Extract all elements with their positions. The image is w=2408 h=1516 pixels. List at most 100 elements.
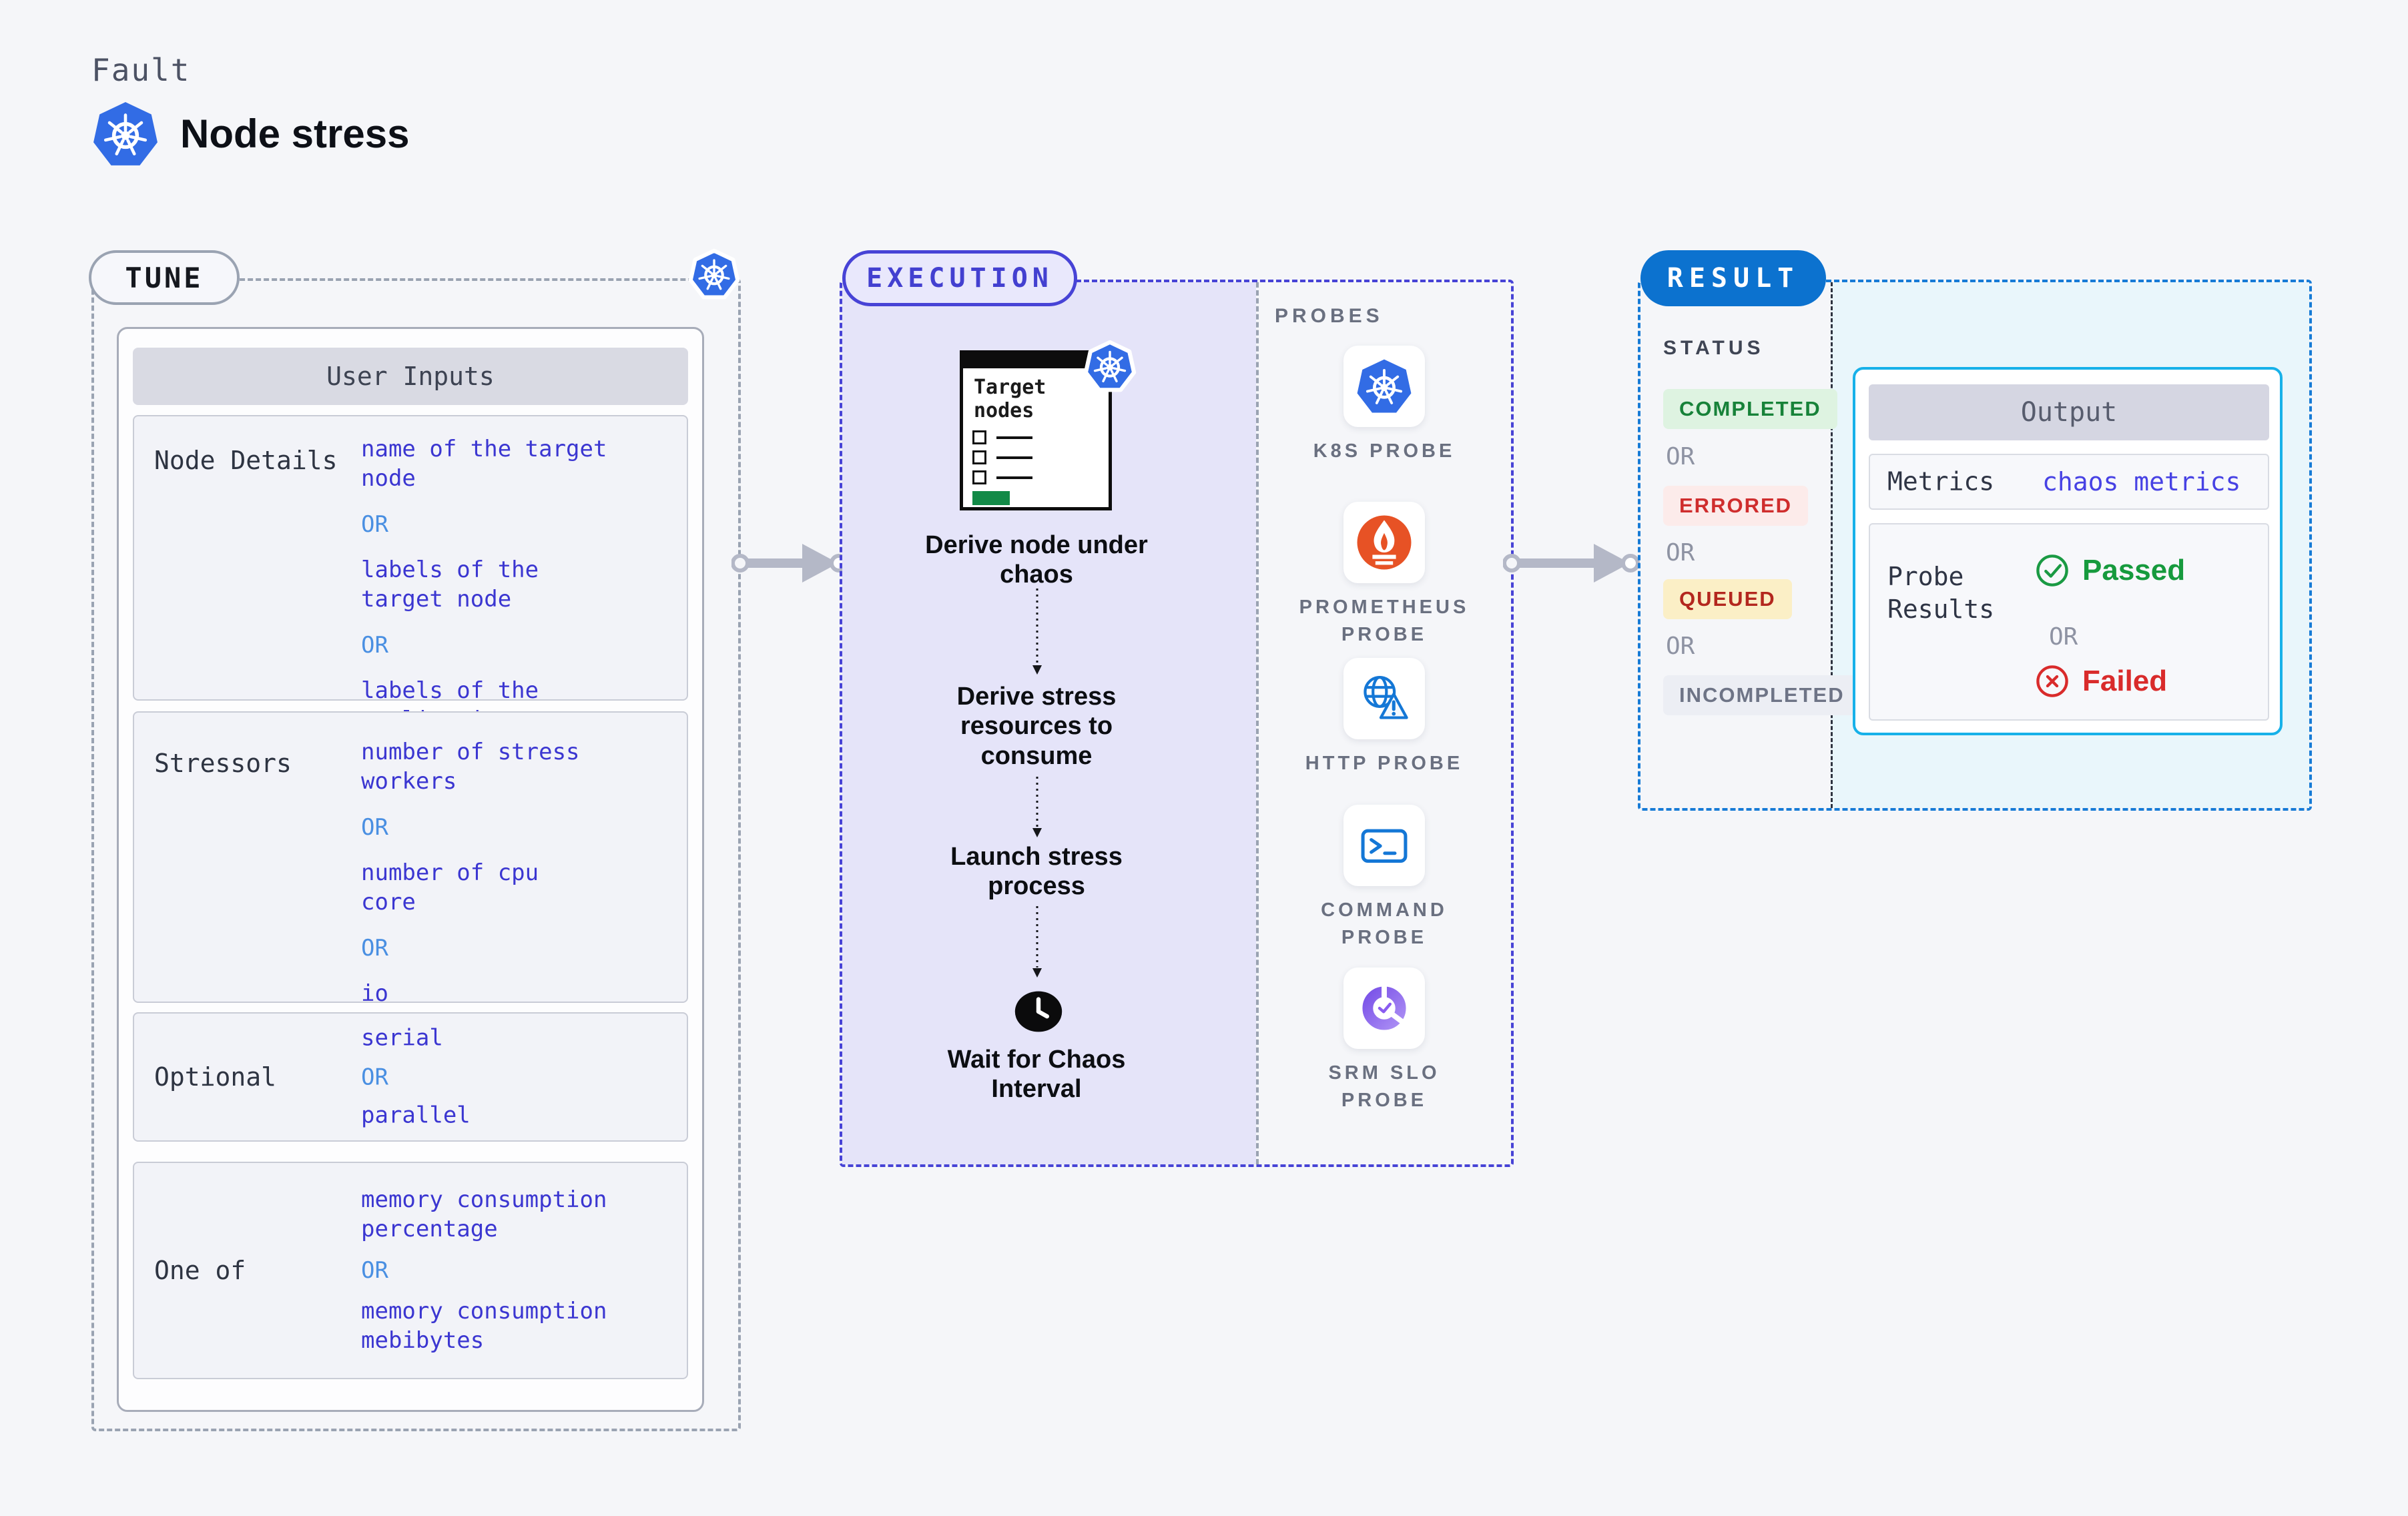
checkbox-icon [972, 470, 986, 484]
checkbox-icon [972, 450, 986, 464]
probe-card [1343, 658, 1425, 739]
row-value: labels of the target node [361, 556, 539, 613]
or-separator: OR [1666, 633, 1695, 660]
arrow-right-icon [1503, 544, 1640, 583]
row-value: serial [361, 1024, 443, 1052]
failed-result: Failed [2034, 663, 2167, 699]
execution-badge-label: EXECUTION [866, 263, 1053, 294]
globe-warning-icon [1356, 671, 1412, 727]
probe-results-row: Probe Results Passed OR Failed [1869, 523, 2269, 721]
passed-label: Passed [2082, 554, 2186, 587]
check-circle-icon [2034, 552, 2070, 589]
checklist-line [996, 456, 1032, 459]
passed-result: Passed [2034, 552, 2185, 589]
tune-section [91, 278, 741, 1431]
checklist-line [996, 436, 1032, 439]
target-nodes-clipboard: Target nodes [960, 350, 1112, 510]
row-value: number of cpu core [361, 859, 539, 915]
result-badge-label: RESULT [1667, 263, 1800, 294]
metrics-label: Metrics [1887, 466, 1995, 496]
probe-card [1343, 502, 1425, 583]
probe-card [1343, 805, 1425, 886]
row-value: memory consumption mebibytes [361, 1298, 607, 1354]
status-badge-incompleted: INCOMPLETED [1663, 675, 1861, 715]
probe-label: K8S PROBE [1313, 440, 1456, 462]
or-separator: OR [361, 511, 388, 538]
probe-item-srm-slo: SRM SLO PROBE [1297, 968, 1472, 1114]
table-row-optional: Optional serial OR parallel [133, 1012, 688, 1142]
probe-label: PROMETHEUS PROBE [1299, 597, 1470, 645]
row-value: number of stress workers [361, 739, 580, 795]
row-value: name of the target node [361, 436, 607, 492]
result-badge: RESULT [1640, 250, 1826, 306]
arrow-down-icon [1032, 589, 1042, 675]
probe-item-prometheus: PROMETHEUS PROBE [1297, 502, 1472, 648]
kubernetes-icon [1356, 358, 1413, 415]
probes-panel-label: PROBES [1275, 305, 1384, 327]
or-separator: OR [361, 1257, 388, 1284]
failed-label: Failed [2082, 665, 2168, 697]
arrow-down-icon [1032, 777, 1042, 837]
flow-step-wait-interval: Wait for Chaos Interval [947, 1046, 1126, 1104]
row-label: Node Details [154, 446, 338, 475]
or-separator: OR [361, 1064, 388, 1090]
or-separator: OR [361, 632, 388, 659]
checkbox-icon [972, 430, 986, 444]
or-separator: OR [2049, 623, 2078, 651]
output-panel: Output Metrics chaos metrics Probe Resul… [1853, 367, 2283, 735]
arrow-right-icon [731, 544, 848, 583]
tune-badge-label: TUNE [125, 261, 204, 294]
page-title: Node stress [180, 111, 410, 156]
flow-step-derive-stress: Derive stress resources to consume [956, 683, 1117, 770]
row-label: One of [154, 1256, 246, 1285]
status-label: STATUS [1663, 337, 1765, 359]
arrow-down-icon [1032, 906, 1042, 978]
status-badge-queued: QUEUED [1663, 579, 1792, 619]
probe-results-label: Probe Results [1887, 562, 1995, 625]
kubernetes-icon [1081, 338, 1139, 395]
result-divider [1831, 282, 1833, 808]
probe-label: SRM SLO PROBE [1328, 1062, 1440, 1111]
output-header: Output [1869, 384, 2269, 440]
table-row-node-details: Node Details name of the target node OR … [133, 415, 688, 791]
clock-icon [1008, 985, 1069, 1038]
fault-eyebrow: Fault [91, 52, 191, 88]
flow-step-launch-stress: Launch stress process [950, 843, 1123, 901]
clipboard-title: Target nodes [974, 376, 1046, 422]
probe-card [1343, 968, 1425, 1049]
probe-item-command: COMMAND PROBE [1297, 805, 1472, 951]
clipboard-checklist [972, 430, 1109, 484]
or-separator: OR [361, 814, 388, 841]
x-circle-icon [2034, 663, 2070, 699]
progress-bar [972, 491, 1010, 505]
row-label: Stressors [154, 749, 292, 778]
status-badge-completed: COMPLETED [1663, 389, 1837, 429]
table-row-stressors: Stressors number of stress workers OR nu… [133, 711, 688, 1007]
flow-step-derive-node: Derive node under chaos [925, 531, 1148, 589]
prometheus-flame-icon [1355, 513, 1414, 572]
output-title: Output [2020, 397, 2118, 428]
probe-label: HTTP PROBE [1305, 753, 1464, 774]
probes-divider [1256, 282, 1259, 1164]
slo-donut-check-icon [1355, 979, 1414, 1038]
user-inputs-header: User Inputs [133, 348, 688, 405]
table-row-one-of: One of memory consumption percentage OR … [133, 1162, 688, 1379]
kubernetes-icon [91, 100, 160, 168]
chaos-metrics-link[interactable]: chaos metrics [2042, 467, 2241, 496]
row-value: parallel [361, 1102, 471, 1128]
clipboard-topbar [963, 354, 1109, 368]
probe-card [1343, 346, 1425, 427]
user-inputs-title: User Inputs [326, 362, 495, 391]
probe-item-http: HTTP PROBE [1297, 658, 1472, 777]
kubernetes-icon [686, 246, 742, 302]
user-inputs-panel: User Inputs Node Details name of the tar… [117, 327, 704, 1412]
tune-badge: TUNE [89, 250, 240, 305]
checklist-line [996, 476, 1032, 479]
or-separator: OR [1666, 539, 1695, 566]
row-value: memory consumption percentage [361, 1186, 607, 1242]
terminal-icon [1356, 817, 1412, 873]
status-badge-errored: ERRORED [1663, 486, 1809, 526]
row-label: Optional [154, 1062, 277, 1092]
metrics-row: Metrics chaos metrics [1869, 454, 2269, 510]
